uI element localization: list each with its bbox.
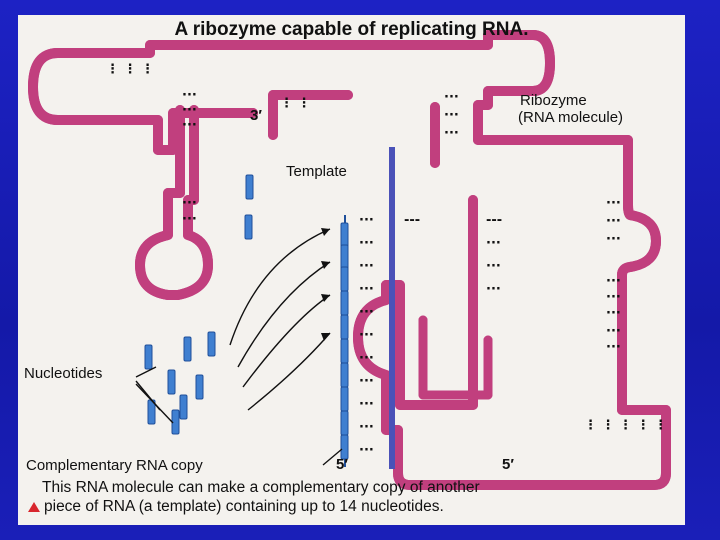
svg-text:···: ··· [606, 274, 621, 289]
svg-text:---: --- [404, 213, 420, 228]
svg-text:···: ··· [606, 196, 621, 211]
copy-five-prime-label: 5′ [336, 456, 348, 473]
svg-text:···: ··· [606, 324, 621, 339]
diagram-title: A ribozyme capable of replicating RNA. [174, 19, 529, 40]
svg-text:---: --- [486, 213, 502, 228]
svg-text:···: ··· [182, 118, 197, 133]
template-strand [389, 147, 395, 469]
svg-text:···: ··· [359, 305, 374, 320]
complementary-copy-chain [340, 215, 349, 467]
arrowheads [321, 228, 330, 341]
free-nucleotides [144, 174, 254, 435]
caption-line-2-text: piece of RNA (a template) containing up … [44, 498, 444, 515]
ribozyme-diagram: ⋮ ⋮ ⋮ ⋮ ⋮ ········· ········· ······ ···… [28, 30, 671, 490]
svg-text:···: ··· [359, 443, 374, 458]
svg-text:···: ··· [182, 196, 197, 211]
svg-text:···: ··· [444, 126, 459, 141]
svg-text:···: ··· [486, 236, 501, 251]
ribozyme-five-prime-label: 5′ [502, 456, 514, 473]
caption: This RNA molecule can make a complementa… [28, 478, 480, 516]
nucleotides-label: Nucleotides [24, 365, 103, 382]
svg-text:···: ··· [606, 306, 621, 321]
ribozyme-label: Ribozyme [520, 92, 587, 109]
svg-text:···: ··· [359, 236, 374, 251]
svg-text:···: ··· [182, 88, 197, 103]
svg-text:···: ··· [444, 90, 459, 105]
svg-text:···: ··· [359, 259, 374, 274]
svg-text:⋮ ⋮: ⋮ ⋮ [280, 96, 311, 111]
svg-text:···: ··· [606, 232, 621, 247]
diagram-panel: ⋮ ⋮ ⋮ ⋮ ⋮ ········· ········· ······ ···… [18, 15, 685, 525]
svg-text:···: ··· [486, 259, 501, 274]
svg-text:···: ··· [359, 328, 374, 343]
caption-line-2: piece of RNA (a template) containing up … [28, 497, 480, 516]
svg-text:···: ··· [444, 108, 459, 123]
svg-text:···: ··· [182, 103, 197, 118]
complementary-copy-label: Complementary RNA copy [26, 457, 203, 474]
base-pair-marks: ⋮ ⋮ ⋮ ⋮ ⋮ ········· ········· ······ ···… [106, 62, 667, 433]
ribozyme-sublabel: (RNA molecule) [518, 109, 624, 126]
svg-text:···: ··· [359, 351, 374, 366]
svg-text:···: ··· [182, 212, 197, 227]
svg-text:···: ··· [486, 282, 501, 297]
svg-text:···: ··· [359, 213, 374, 228]
svg-text:···: ··· [359, 374, 374, 389]
caption-line-1-text: This RNA molecule can make a complementa… [42, 479, 480, 496]
three-prime-label: 3′ [250, 107, 262, 124]
svg-text:···: ··· [606, 340, 621, 355]
svg-text:⋮ ⋮ ⋮ ⋮ ⋮: ⋮ ⋮ ⋮ ⋮ ⋮ [584, 418, 667, 433]
template-label: Template [286, 163, 347, 180]
svg-text:···: ··· [606, 290, 621, 305]
ribozyme-strand [28, 30, 671, 490]
svg-text:···: ··· [606, 214, 621, 229]
caption-line-1: This RNA molecule can make a complementa… [42, 478, 480, 497]
svg-text:···: ··· [359, 420, 374, 435]
triangle-marker-icon [28, 502, 40, 512]
arrows [135, 228, 343, 466]
svg-text:···: ··· [359, 397, 374, 412]
svg-text:···: ··· [359, 282, 374, 297]
copy-pairing-marks: ··· ··· ··· ··· ··· ··· ··· ··· ··· ··· ··· ---… [359, 213, 502, 458]
svg-text:⋮ ⋮ ⋮: ⋮ ⋮ ⋮ [106, 62, 154, 77]
